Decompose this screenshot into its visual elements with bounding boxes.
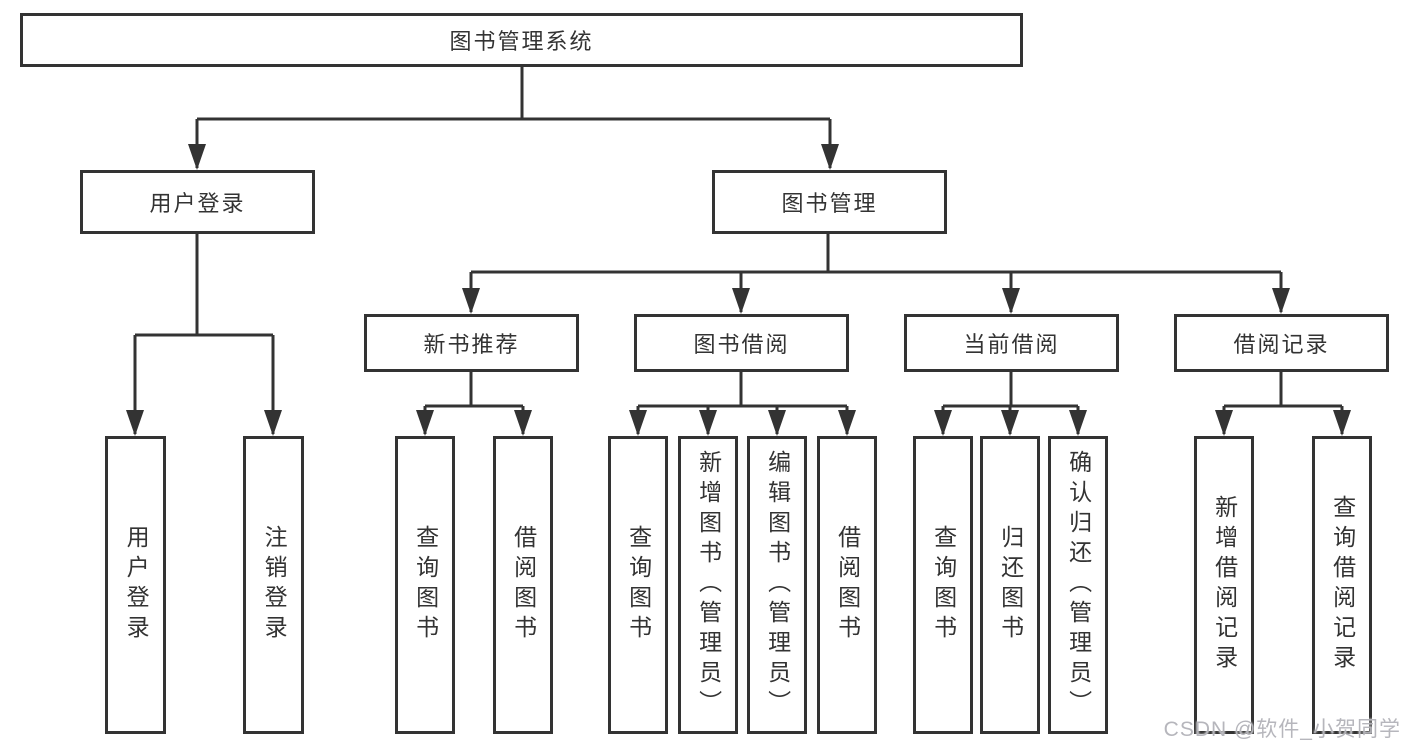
leaf-borrow-add-books-admin-label: 新增图书（管理员）	[695, 450, 722, 720]
branch-user-login	[126, 234, 282, 436]
node-book-management: 图书管理	[712, 170, 947, 234]
leaf-current-return-books: 归还图书	[980, 436, 1040, 734]
branch-root-to-level2	[188, 67, 839, 170]
node-user-login: 用户登录	[80, 170, 315, 234]
node-new-book-recommend: 新书推荐	[364, 314, 579, 372]
leaf-records-add-record: 新增借阅记录	[1194, 436, 1254, 734]
leaf-current-return-books-label: 归还图书	[997, 525, 1024, 645]
leaf-current-query-books-label: 查询图书	[930, 525, 957, 645]
branch-new-book-recommend	[416, 372, 532, 436]
leaf-records-query-record-label: 查询借阅记录	[1329, 495, 1356, 675]
leaf-user-login: 用户登录	[105, 436, 166, 734]
leaf-recommend-query-books-label: 查询图书	[412, 525, 439, 645]
leaf-recommend-borrow-books: 借阅图书	[493, 436, 553, 734]
leaf-logout-label: 注销登录	[261, 525, 288, 645]
leaf-records-query-record: 查询借阅记录	[1312, 436, 1372, 734]
branch-current-borrow	[934, 372, 1087, 436]
leaf-borrow-edit-books-admin: 编辑图书（管理员）	[747, 436, 807, 734]
leaf-borrow-edit-books-admin-label: 编辑图书（管理员）	[764, 450, 791, 720]
leaf-borrow-borrow-books: 借阅图书	[817, 436, 877, 734]
leaf-current-confirm-return-admin: 确认归还（管理员）	[1048, 436, 1108, 734]
branch-book-management	[462, 234, 1290, 314]
node-library-management-system: 图书管理系统	[20, 13, 1023, 67]
leaf-recommend-borrow-books-label: 借阅图书	[510, 525, 537, 645]
branch-borrow-records	[1215, 372, 1351, 436]
leaf-recommend-query-books: 查询图书	[395, 436, 455, 734]
leaf-records-add-record-label: 新增借阅记录	[1211, 495, 1238, 675]
leaf-borrow-borrow-books-label: 借阅图书	[834, 525, 861, 645]
node-borrow-records: 借阅记录	[1174, 314, 1389, 372]
leaf-current-confirm-return-admin-label: 确认归还（管理员）	[1065, 450, 1092, 720]
leaf-user-login-label: 用户登录	[123, 525, 150, 645]
leaf-current-query-books: 查询图书	[913, 436, 973, 734]
leaf-borrow-query-books: 查询图书	[608, 436, 668, 734]
leaf-borrow-query-books-label: 查询图书	[625, 525, 652, 645]
node-book-borrow: 图书借阅	[634, 314, 849, 372]
csdn-watermark: CSDN @软件_小贺同学	[1163, 718, 1401, 741]
leaf-logout: 注销登录	[243, 436, 304, 734]
leaf-borrow-add-books-admin: 新增图书（管理员）	[678, 436, 738, 734]
branch-book-borrow	[629, 372, 856, 436]
node-current-borrow: 当前借阅	[904, 314, 1119, 372]
